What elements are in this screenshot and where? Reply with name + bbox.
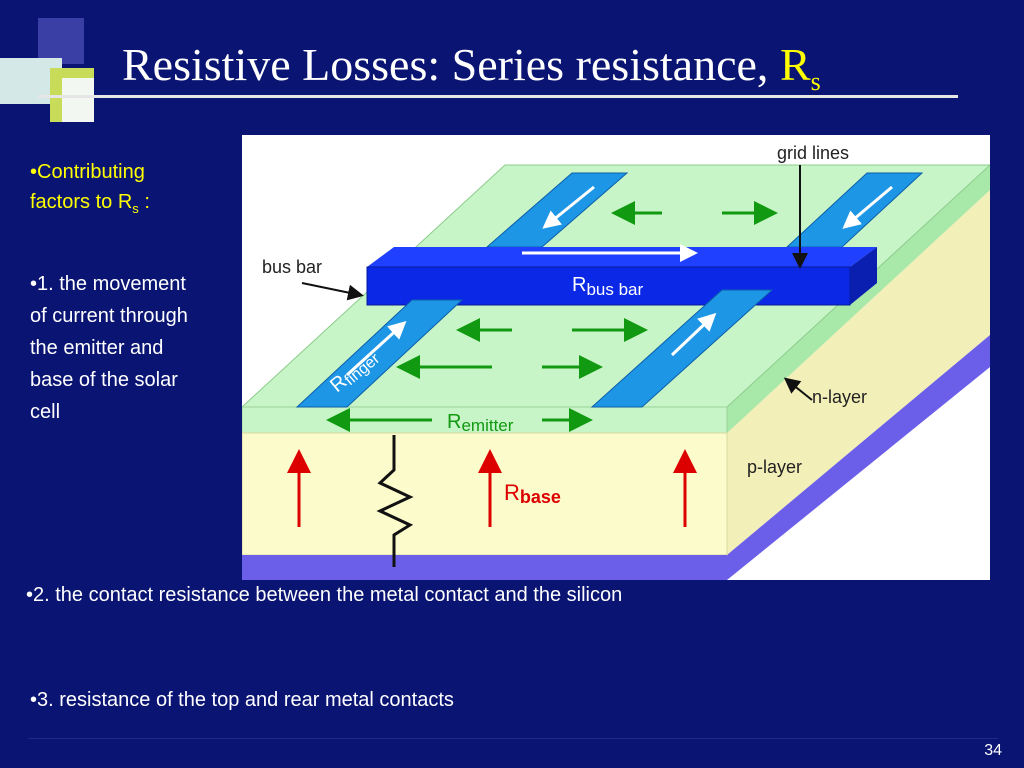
base-side-face bbox=[727, 190, 990, 555]
title-symbol: Rs bbox=[779, 39, 821, 97]
bus-bar-label: bus bar bbox=[262, 257, 322, 277]
solar-cell-diagram: Rbus bar Rfinger Remitter Rbase grid lin… bbox=[242, 135, 990, 580]
resistor-symbol bbox=[376, 435, 414, 567]
r-base-label: Rbase bbox=[504, 480, 561, 507]
finger-current-arrow bbox=[542, 185, 595, 229]
bus-bar-top bbox=[367, 247, 877, 267]
title-underline bbox=[38, 95, 958, 98]
n-layer-pointer bbox=[783, 377, 813, 401]
r-bus-bar-label: Rbus bar bbox=[572, 274, 643, 299]
finger-front-right bbox=[590, 289, 774, 408]
n-layer-label: n-layer bbox=[812, 387, 867, 407]
bullet-2: •2. the contact resistance between the m… bbox=[26, 584, 623, 606]
p-layer-label: p-layer bbox=[747, 457, 802, 477]
bullet-1: •1. the movement of current through the … bbox=[30, 273, 188, 423]
finger-current-arrow bbox=[670, 312, 717, 357]
bus-bar-pointer bbox=[301, 282, 364, 301]
base-front-face bbox=[242, 432, 728, 556]
footer-divider bbox=[28, 738, 998, 739]
emitter-front-face bbox=[242, 406, 728, 434]
bus-bar-end bbox=[850, 247, 877, 305]
grid-lines-label: grid lines bbox=[777, 143, 849, 163]
corner-square-dark bbox=[38, 18, 84, 64]
finger-front-left bbox=[295, 299, 464, 408]
emitter-side-face bbox=[727, 165, 990, 433]
bus-bar bbox=[366, 266, 851, 306]
slide-number: 34 bbox=[984, 742, 1002, 759]
contributing-factors-bullet: •Contributing factors to Rs : bbox=[30, 161, 150, 216]
r-emitter-label: Remitter bbox=[447, 411, 514, 435]
rear-contact-front-face bbox=[242, 555, 727, 580]
bullet-3: •3. resistance of the top and rear metal… bbox=[30, 689, 454, 711]
finger-current-arrow bbox=[345, 320, 407, 377]
rear-contact-side-face bbox=[727, 335, 990, 580]
slide-title: Resistive Losses: Series resistance, Rs bbox=[122, 38, 821, 97]
title-text: Resistive Losses: Series resistance, bbox=[122, 39, 780, 90]
corner-square-white bbox=[62, 78, 94, 122]
finger-current-arrow bbox=[842, 185, 893, 229]
